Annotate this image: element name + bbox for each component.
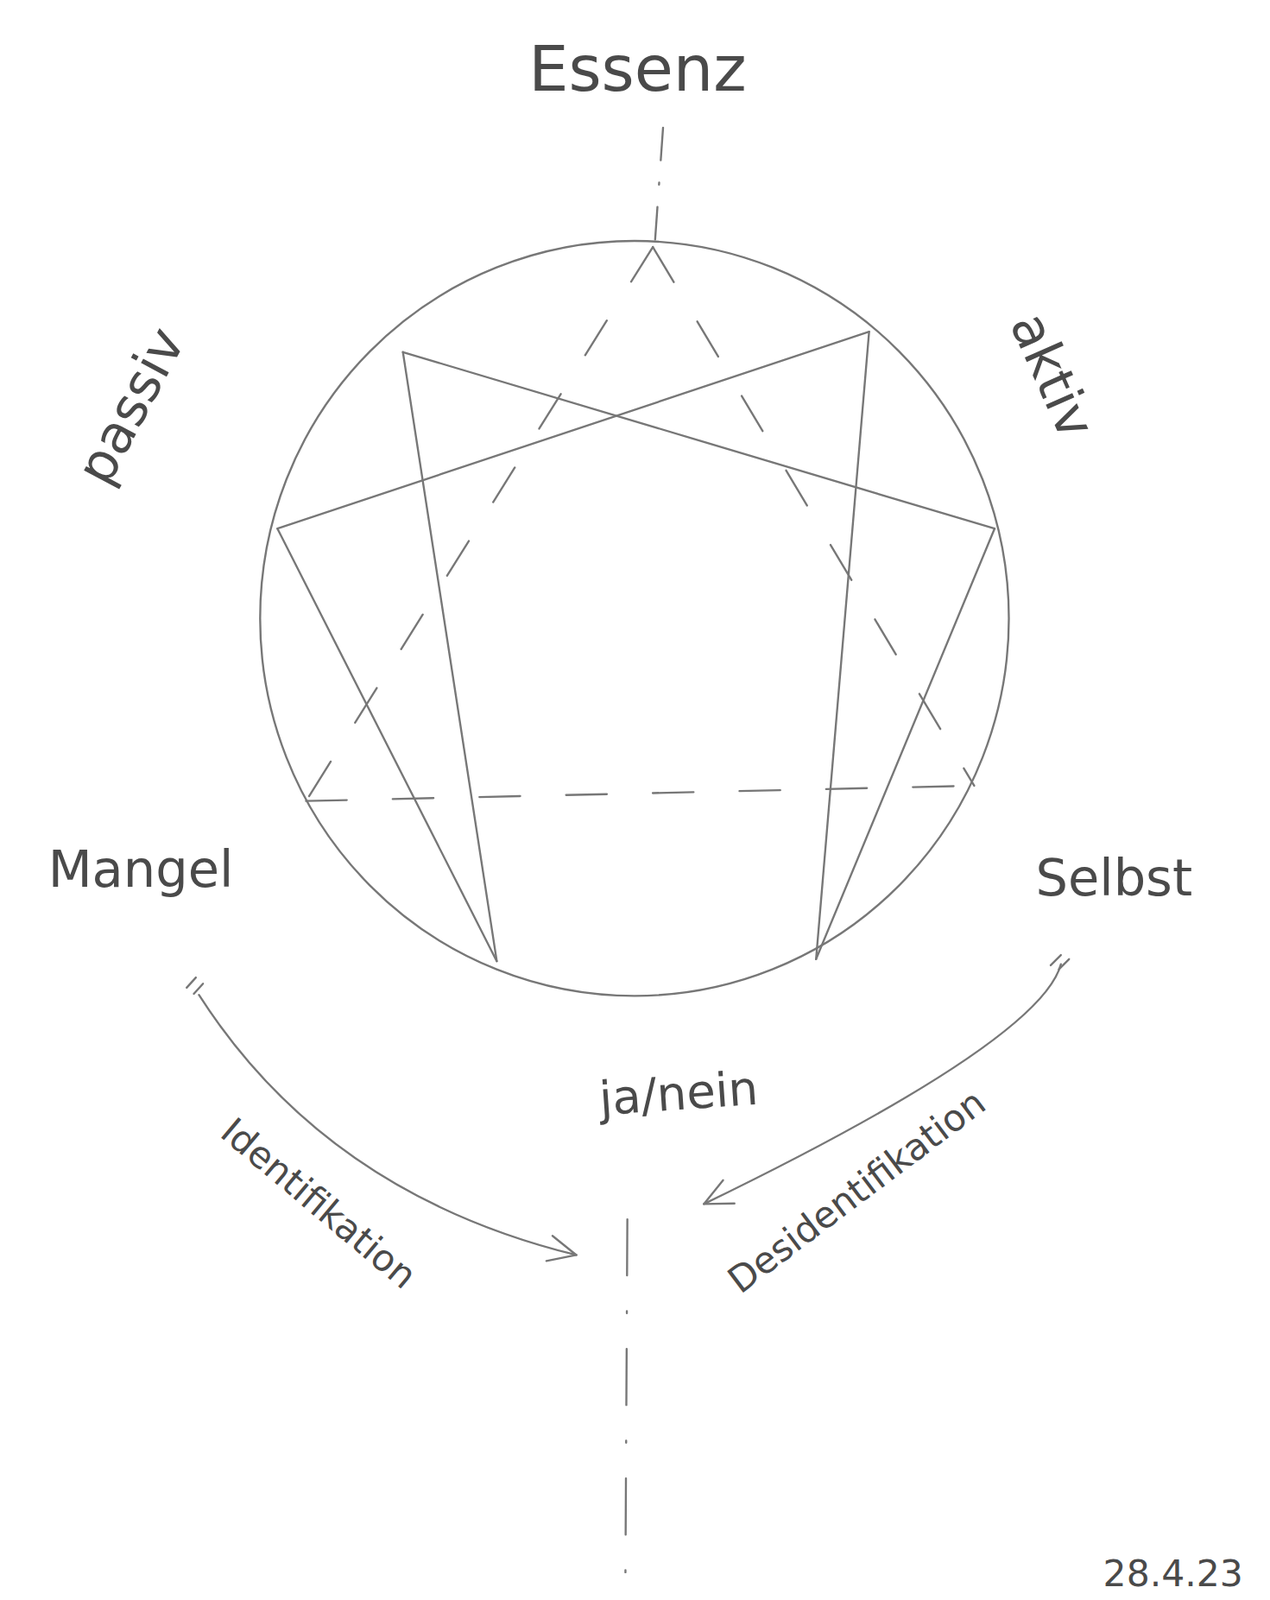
- axis-line: [655, 127, 664, 244]
- pole-label: Mangel: [48, 840, 234, 898]
- date-label: 28.4.23: [1103, 1554, 1244, 1595]
- side-label: aktiv: [999, 303, 1106, 447]
- dashed-triangle: [305, 785, 974, 802]
- side-label: passiv: [65, 318, 196, 494]
- tick-mark: [1050, 954, 1069, 970]
- dashed-triangle: [652, 246, 974, 786]
- arrow-label: Identifikation: [213, 1111, 424, 1297]
- enneagram-line: [277, 528, 497, 961]
- arrow-head: [546, 1235, 577, 1261]
- enneagram-line: [277, 331, 869, 529]
- dashed-triangle: [305, 246, 653, 802]
- title-label: Essenz: [528, 34, 747, 105]
- arrow-label: Desidentifikation: [720, 1081, 993, 1302]
- bottom-label: ja/nein: [597, 1061, 760, 1125]
- enneagram-circle: [259, 240, 1009, 996]
- enneagram-line: [815, 528, 995, 960]
- pole-label: Selbst: [1035, 849, 1193, 906]
- axis-line: [625, 1219, 627, 1598]
- arrow-head: [703, 1180, 734, 1205]
- enneagram-line: [403, 352, 995, 529]
- tick-mark: [186, 977, 203, 994]
- enneagram-line: [815, 331, 869, 960]
